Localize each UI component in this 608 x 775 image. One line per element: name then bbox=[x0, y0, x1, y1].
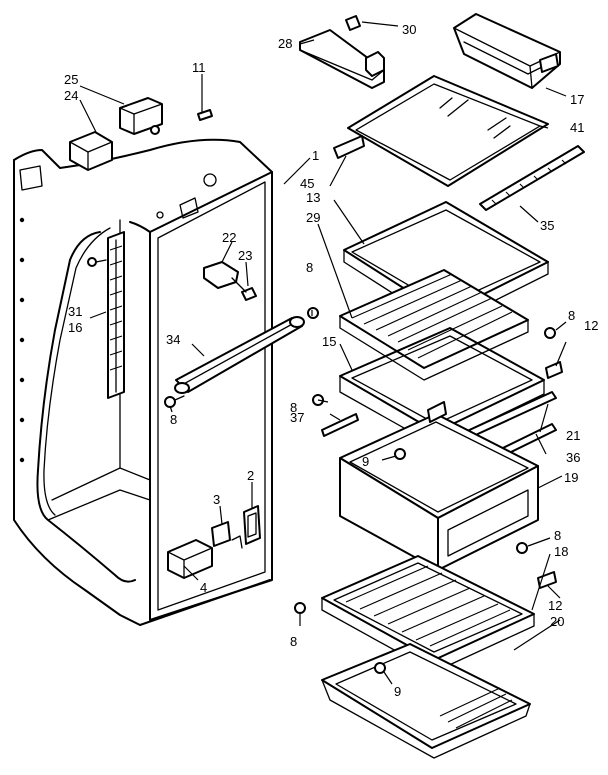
shelf-rail bbox=[87, 231, 125, 399]
label-8f: 8 bbox=[290, 634, 297, 649]
label-2: 2 bbox=[247, 468, 254, 483]
label-8d: 8 bbox=[290, 400, 297, 415]
label-45: 45 bbox=[300, 176, 314, 191]
label-18: 18 bbox=[554, 544, 568, 559]
label-3: 3 bbox=[213, 492, 220, 507]
label-35: 35 bbox=[540, 218, 554, 233]
label-15: 15 bbox=[322, 334, 336, 349]
bracket-28 bbox=[299, 15, 385, 89]
hinge-parts bbox=[167, 505, 261, 579]
crisper-cover-29 bbox=[339, 269, 529, 381]
label-21: 21 bbox=[566, 428, 580, 443]
label-8b: 8 bbox=[170, 412, 177, 427]
label-9b: 9 bbox=[394, 684, 401, 699]
label-25: 25 bbox=[64, 72, 78, 87]
label-37: 37 bbox=[290, 410, 304, 425]
label-1: 1 bbox=[312, 148, 319, 163]
label-28: 28 bbox=[278, 36, 292, 51]
screws-right-lower bbox=[294, 542, 557, 614]
label-12a: 12 bbox=[584, 318, 598, 333]
label-8a: 8 bbox=[306, 260, 313, 275]
label-30: 30 bbox=[402, 22, 416, 37]
screws-right-upper bbox=[544, 327, 563, 379]
shelf-18 bbox=[321, 555, 535, 673]
label-31: 31 bbox=[68, 304, 82, 319]
label-23: 23 bbox=[238, 248, 252, 263]
label-9a: 9 bbox=[362, 454, 369, 469]
label-41: 41 bbox=[570, 120, 584, 135]
label-12b: 12 bbox=[548, 598, 562, 613]
label-17: 17 bbox=[570, 92, 584, 107]
label-16: 16 bbox=[68, 320, 82, 335]
label-24: 24 bbox=[64, 88, 78, 103]
bottom-pan-20 bbox=[321, 643, 531, 759]
dairy-bin-17 bbox=[453, 13, 561, 89]
cabinet-liner bbox=[13, 138, 273, 626]
part-labels: 1 2 3 4 8 8 8 8 8 8 9 9 11 12 12 13 15 1… bbox=[64, 22, 598, 699]
label-29: 29 bbox=[306, 210, 320, 225]
glass-shelf-41 bbox=[333, 75, 585, 211]
side-rivets bbox=[19, 217, 25, 463]
label-19: 19 bbox=[564, 470, 578, 485]
label-8e: 8 bbox=[554, 528, 561, 543]
label-34: 34 bbox=[166, 332, 180, 347]
crisper-rail-34 bbox=[174, 316, 305, 394]
label-11: 11 bbox=[192, 60, 206, 75]
control-housing bbox=[69, 97, 213, 171]
screw-8-left bbox=[164, 307, 319, 408]
label-22: 22 bbox=[222, 230, 236, 245]
label-20: 20 bbox=[550, 614, 564, 629]
label-13: 13 bbox=[306, 190, 320, 205]
crisper-drawer-19 bbox=[339, 401, 539, 571]
label-4: 4 bbox=[200, 580, 207, 595]
leader-lines bbox=[79, 21, 567, 685]
label-8c: 8 bbox=[568, 308, 575, 323]
bracket-22 bbox=[203, 261, 257, 301]
label-36: 36 bbox=[566, 450, 580, 465]
